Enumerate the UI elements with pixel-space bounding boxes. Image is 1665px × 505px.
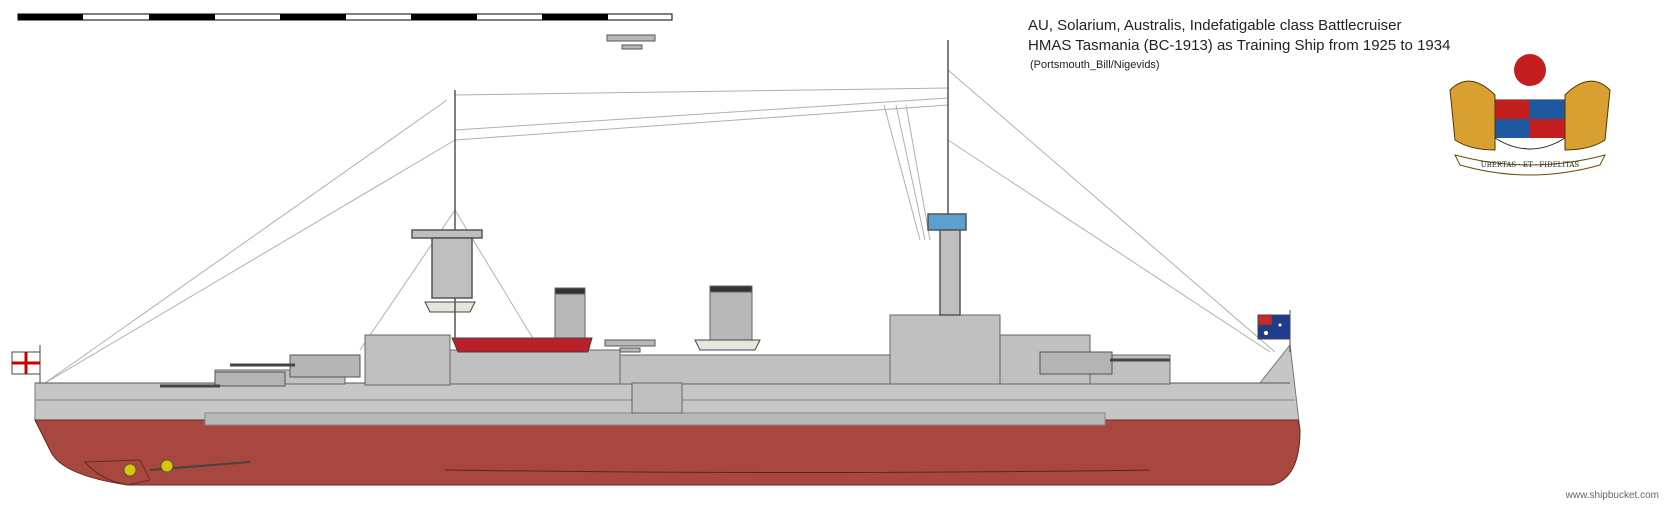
superstructure — [214, 314, 1171, 414]
main-turrets — [160, 351, 1170, 388]
scale-bar — [17, 13, 673, 21]
crest-motto: UBERTAS · ET · FIDELITAS — [1481, 161, 1580, 169]
flags — [11, 310, 1291, 383]
credit-line: (Portsmouth_Bill/Nigevids) — [1030, 59, 1160, 71]
title-line-1: AU, Solarium, Australis, Indefatigable c… — [1028, 17, 1402, 34]
coat-of-arms: UBERTAS · ET · FIDELITAS — [1449, 54, 1611, 176]
watermark: www.shipbucket.com — [1565, 490, 1659, 501]
seaplanes — [604, 34, 656, 353]
masts — [411, 40, 967, 340]
boats — [424, 301, 761, 353]
title-line-2: HMAS Tasmania (BC-1913) as Training Ship… — [1028, 37, 1451, 54]
propellers — [83, 459, 251, 486]
